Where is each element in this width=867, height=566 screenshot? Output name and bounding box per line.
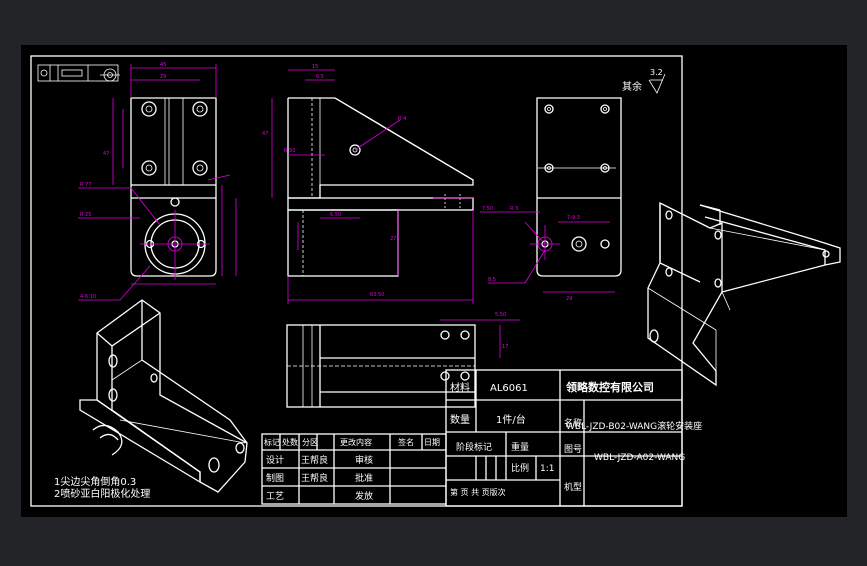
svg-text:7.50: 7.50 (482, 206, 493, 212)
drawing-frame (30, 55, 683, 507)
roughness-label: 其余 (622, 80, 642, 93)
svg-text:8.5: 8.5 (488, 277, 496, 283)
drawing-no: WBL-JZD-A02-WANG (594, 453, 685, 463)
svg-text:17: 17 (502, 344, 508, 350)
svg-text:27: 27 (390, 236, 396, 242)
drafter-name: 王帮良 (301, 472, 328, 484)
quantity-value: 1件/台 (496, 413, 526, 426)
roughness-mark: 3.2 其余 (622, 68, 666, 94)
rev-header-mark: 标记 (264, 437, 280, 447)
front-view: 45 29 47 R 77 R 25 4-6.10 (78, 62, 237, 301)
designer-label: 设计 (266, 454, 284, 466)
approve-label: 批准 (355, 472, 373, 484)
svg-text:15: 15 (312, 64, 318, 70)
isometric-view-left (79, 299, 248, 493)
roughness-value: 3.2 (650, 68, 663, 77)
svg-text:45: 45 (160, 62, 166, 68)
sheet-label: 第 页 共 页版次 (450, 487, 506, 497)
sheet-background (21, 45, 847, 517)
scale-label: 比例 (511, 462, 529, 474)
right-view: 7-9.3 29 7.50 R 3 8.5 (480, 97, 622, 302)
technical-notes: 1尖边尖角倒角0.3 2喷砂亚白阳极化处理 (54, 475, 150, 500)
rev-header-content: 更改内容 (340, 437, 372, 447)
isometric-view-right (647, 201, 841, 387)
svg-text:47: 47 (262, 131, 268, 137)
revision-table: 标记 处数 分区 更改内容 签名 日期 设计 王帮良 审核 制图 王帮良 批准 … (261, 433, 447, 505)
svg-text:R 25: R 25 (80, 212, 91, 218)
svg-text:R 77: R 77 (80, 182, 91, 188)
svg-text:29: 29 (566, 296, 572, 302)
release-label: 发放 (355, 490, 373, 502)
datum-symbol (37, 64, 120, 82)
process-label: 工艺 (266, 491, 284, 502)
scale-value: 1:1 (540, 464, 554, 474)
rev-header-sign: 签名 (398, 437, 414, 447)
svg-text:R 50: R 50 (284, 148, 295, 154)
weight-label: 重量 (511, 441, 529, 453)
svg-text:R 3: R 3 (510, 206, 518, 212)
machine-label: 机型 (564, 481, 582, 493)
svg-text:47: 47 (103, 151, 109, 157)
side-view: 63.50 15 6.5 47 R 50 R 4 6.50 27 (262, 64, 474, 304)
rev-header-zone: 分区 (302, 438, 318, 447)
note-1: 1尖边尖角倒角0.3 (54, 475, 136, 488)
title-block: 材料 AL6061 领略数控有限公司 数量 1件/台 名称 WBL-JZD-B0… (445, 369, 702, 507)
svg-text:R 4: R 4 (398, 116, 406, 122)
material-label: 材料 (450, 381, 470, 394)
svg-text:63.50: 63.50 (370, 292, 384, 298)
svg-text:29: 29 (160, 74, 166, 80)
svg-text:7-9.3: 7-9.3 (567, 215, 580, 221)
rev-header-count: 处数 (282, 437, 298, 447)
part-name: WBL-JZD-B02-WANG滚轮安装座 (566, 420, 702, 432)
svg-text:4-6.10: 4-6.10 (80, 294, 96, 300)
stage-label: 阶段标记 (456, 441, 492, 453)
svg-text:6.5: 6.5 (316, 74, 324, 80)
svg-text:5.50: 5.50 (495, 312, 506, 318)
material-value: AL6061 (490, 383, 528, 394)
svg-text:6.50: 6.50 (330, 212, 341, 218)
drawing-no-label: 图号 (564, 444, 582, 455)
review-label: 审核 (355, 454, 373, 466)
designer-name: 王帮良 (301, 454, 328, 466)
note-2: 2喷砂亚白阳极化处理 (54, 487, 150, 500)
name-label: 名称 (564, 417, 582, 429)
drafter-label: 制图 (266, 472, 284, 484)
company-name: 领略数控有限公司 (565, 380, 654, 394)
rev-header-date: 日期 (424, 438, 440, 447)
quantity-label: 数量 (450, 413, 470, 426)
top-view: 5.50 17 (286, 312, 520, 408)
